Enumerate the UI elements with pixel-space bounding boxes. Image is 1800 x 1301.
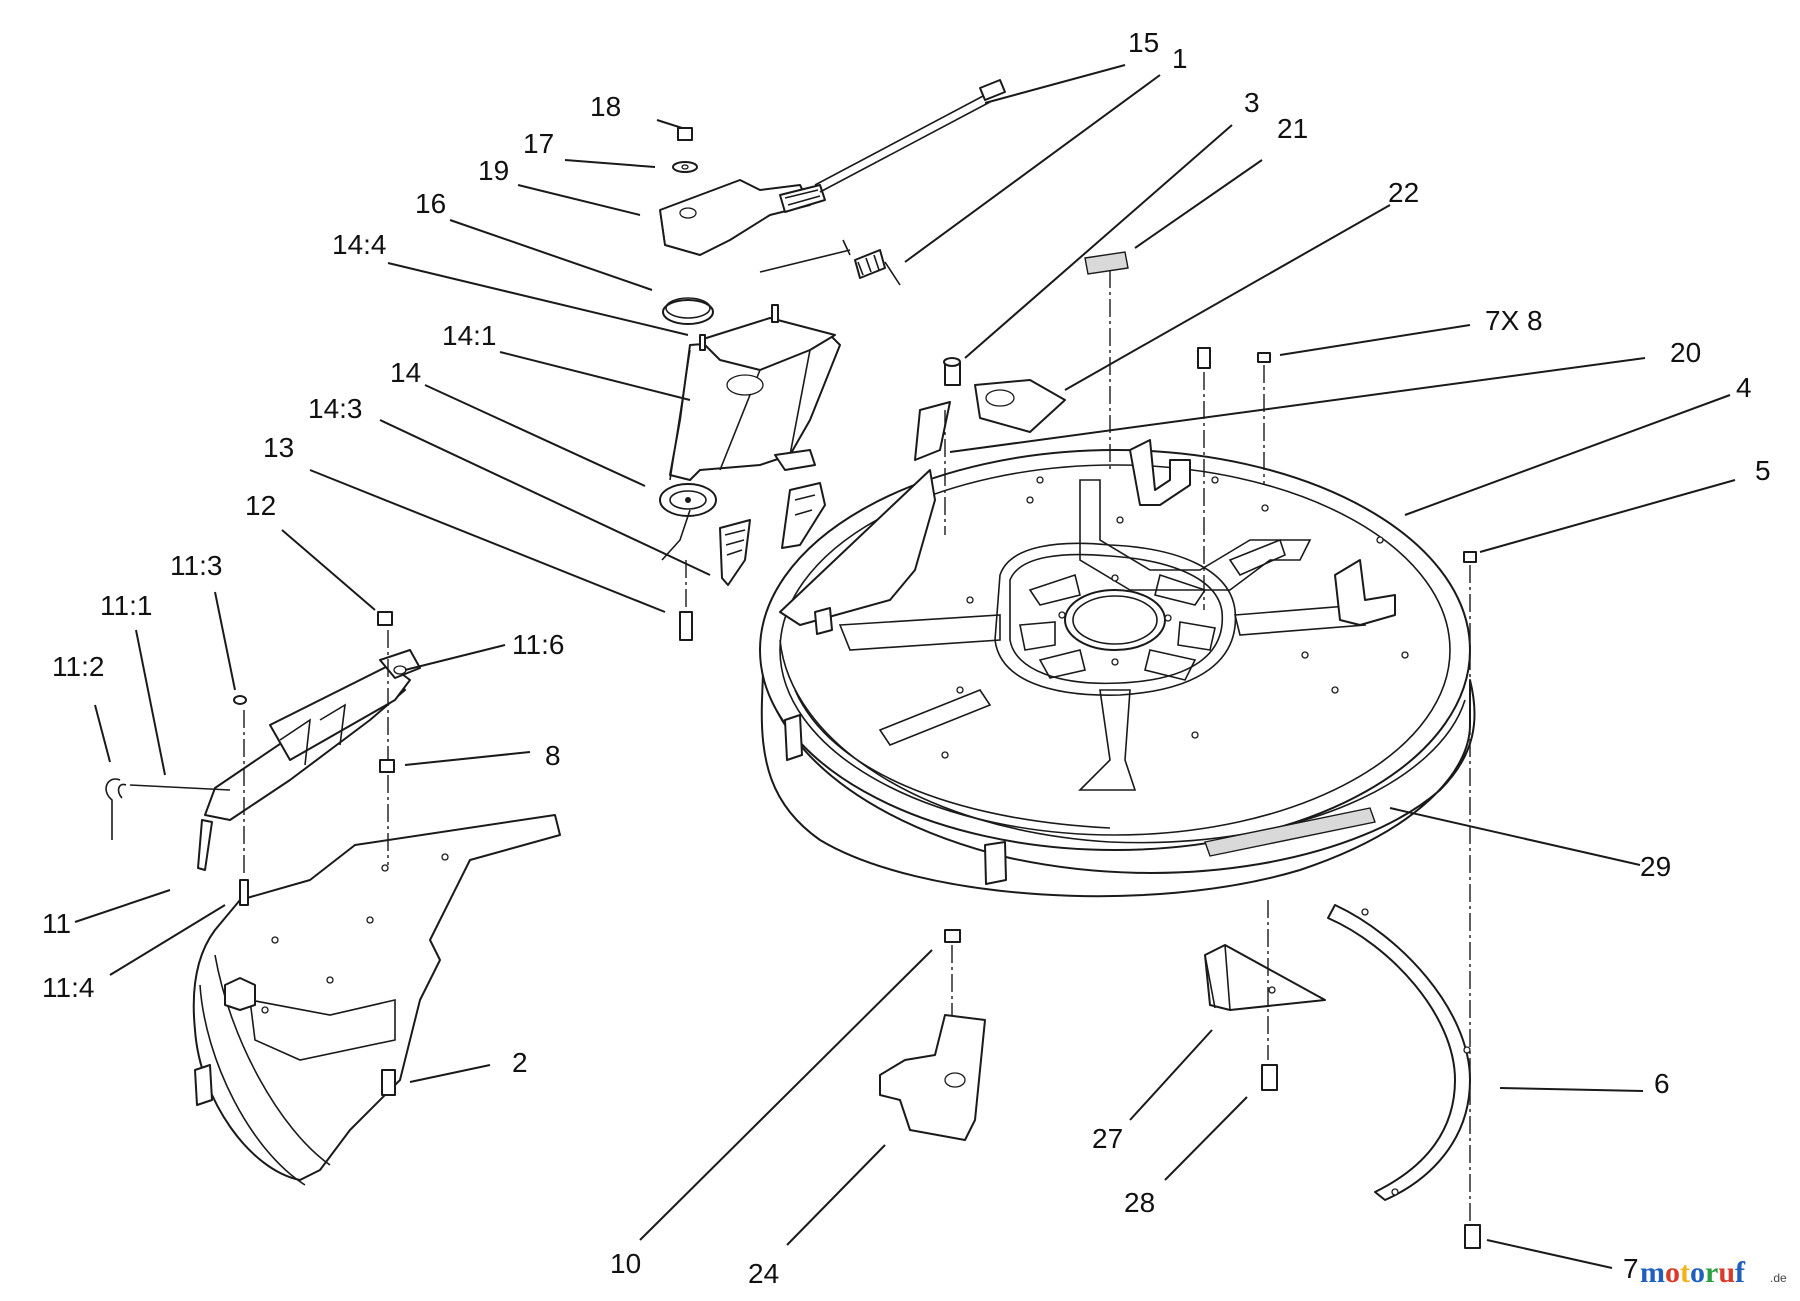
callout-21: 21 <box>1277 113 1308 144</box>
callout-24: 24 <box>748 1258 779 1289</box>
callout-29: 29 <box>1640 851 1671 882</box>
watermark-suffix: .de <box>1770 1271 1787 1285</box>
assembly-axis-lines <box>243 270 1471 1225</box>
callout-11-6: 11:6 <box>512 629 564 660</box>
callout-14-4: 14:4 <box>332 229 387 260</box>
watermark-logo: motoruf .de <box>1640 1256 1787 1289</box>
loose-hardware <box>377 251 1481 1249</box>
callout-3: 3 <box>1244 87 1260 118</box>
callout-6: 6 <box>1654 1068 1670 1099</box>
callout-22: 22 <box>1388 177 1419 208</box>
callout-16: 16 <box>415 188 446 219</box>
idler-arm-assembly <box>659 304 841 586</box>
callout-1: 1 <box>1172 43 1188 74</box>
callout-10: 10 <box>610 1248 641 1279</box>
callout-11-1: 11:1 <box>100 590 152 621</box>
callout-2: 2 <box>512 1047 528 1078</box>
callout-11-2: 11:2 <box>52 651 104 682</box>
callout-8: 8 <box>545 740 561 771</box>
callout-14-1: 14:1 <box>442 320 497 351</box>
callout-27: 27 <box>1092 1123 1123 1154</box>
callout-18: 18 <box>590 91 621 122</box>
callout-17: 17 <box>523 128 554 159</box>
callout-12: 12 <box>245 490 276 521</box>
watermark-letter: t <box>1680 1256 1690 1289</box>
watermark-letter: u <box>1718 1256 1735 1289</box>
watermark-letter: m <box>1640 1256 1665 1289</box>
deck-housing <box>759 439 1476 898</box>
discharge-shield <box>192 814 561 1186</box>
watermark-letter: o <box>1665 1256 1680 1289</box>
callout-14: 14 <box>390 357 421 388</box>
callout-20: 20 <box>1670 337 1701 368</box>
leader-lines <box>74 64 1736 1269</box>
chute-deflector <box>105 649 421 906</box>
callout-14-3: 14:3 <box>308 393 363 424</box>
callout-11-3: 11:3 <box>170 550 222 581</box>
callout-labels: 15 1 18 3 21 17 19 22 16 14:4 7X 8 14:1 … <box>42 27 1771 1289</box>
callout-11-4: 11:4 <box>42 972 94 1003</box>
callout-7: 7 <box>1623 1253 1639 1284</box>
callout-13: 13 <box>263 432 294 463</box>
callout-15: 15 <box>1128 27 1159 58</box>
watermark-letter: o <box>1690 1256 1705 1289</box>
watermark-letter: r <box>1705 1256 1718 1289</box>
callout-7x8: 7X 8 <box>1485 305 1543 336</box>
callout-28: 28 <box>1124 1187 1155 1218</box>
callout-11: 11 <box>42 908 71 939</box>
bottom-parts <box>879 904 1471 1201</box>
top-bracket-assembly <box>659 79 1006 325</box>
callout-4: 4 <box>1736 372 1752 403</box>
watermark-text: motoruf <box>1640 1256 1746 1289</box>
callout-5: 5 <box>1755 455 1771 486</box>
callout-19: 19 <box>478 155 509 186</box>
watermark-letter: f <box>1735 1256 1746 1289</box>
